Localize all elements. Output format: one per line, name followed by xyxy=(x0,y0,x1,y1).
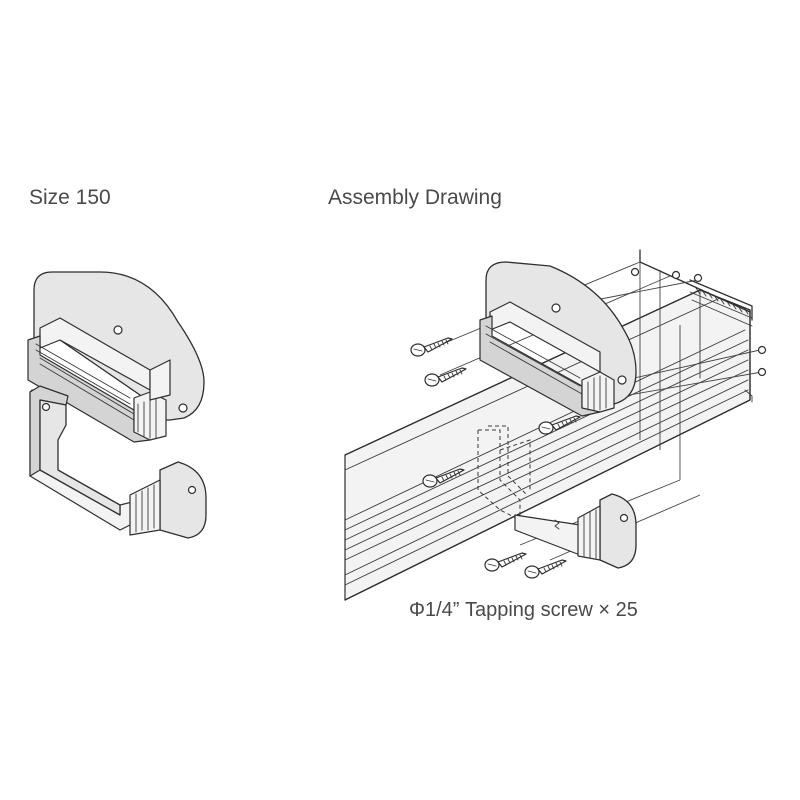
mounting-hole-icon xyxy=(619,513,629,523)
size-label: Size 150 xyxy=(29,186,111,209)
upper-clip-icon xyxy=(27,271,205,443)
tapping-screw-icon xyxy=(524,559,567,579)
lower-clip-icon xyxy=(29,385,207,539)
mounting-hole-icon xyxy=(178,403,188,413)
screw-spec-note: Φ1/4” Tapping screw × 25 xyxy=(409,599,638,621)
assembly-drawing-title: Assembly Drawing xyxy=(328,186,502,209)
mounting-hole-icon xyxy=(551,303,561,313)
upper-clip-assembled xyxy=(479,261,637,417)
tapping-screw-icon xyxy=(484,552,527,572)
mounting-hole-icon xyxy=(41,402,51,412)
lower-clip-hidden xyxy=(477,425,531,521)
lower-clip-assembled xyxy=(514,493,637,569)
mounting-hole-icon xyxy=(187,485,197,495)
tapping-screw-icon xyxy=(410,337,453,357)
tapping-screw-icon xyxy=(424,367,467,387)
mounting-hole-icon xyxy=(617,375,627,385)
mounting-hole-icon xyxy=(113,325,123,335)
